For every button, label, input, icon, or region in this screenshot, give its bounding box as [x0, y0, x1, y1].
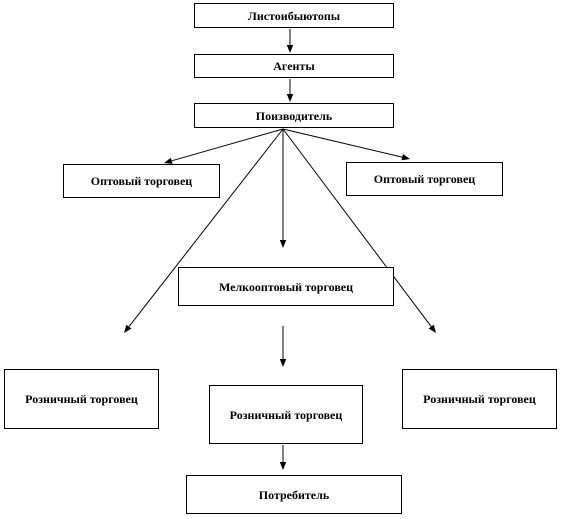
arrowhead-producer-to-wholesaler_left	[164, 157, 173, 164]
connector-producer-to-wholesaler_right	[282, 128, 403, 158]
node-wholesaler-left-label: Оптовый торговец	[90, 174, 193, 188]
node-wholesaler-right-label: Оптовый торговец	[373, 172, 476, 186]
node-small-wholesaler: Мелкооптовый торговец	[178, 267, 394, 306]
node-retailer-right: Розничный торговец	[402, 369, 557, 429]
node-retailer-left: Розничный торговец	[4, 369, 159, 429]
arrowhead-distributors-to-agents	[286, 45, 294, 53]
node-small-wholesaler-label: Мелкооптовый торговец	[218, 279, 354, 294]
arrowhead-small_wholesaler-to-retailer_center	[279, 359, 287, 367]
node-retailer-center-label: Розничный торговец	[229, 407, 343, 422]
node-retailer-left-label: Розничный торговец	[25, 392, 138, 406]
node-distributors: Листоибыютопы	[194, 3, 394, 28]
node-agents: Агенты	[194, 54, 394, 78]
node-wholesaler-right: Оптовый торговец	[346, 162, 503, 196]
node-wholesaler-left: Оптовый торговец	[63, 164, 220, 198]
arrowhead-producer-to-retailer_right	[428, 324, 436, 333]
connector-producer-to-retailer_right	[282, 128, 432, 327]
node-producer: Поизводитель	[194, 103, 394, 128]
node-agents-label: Агенты	[273, 59, 315, 73]
arrowhead-agents-to-producer	[286, 94, 294, 102]
node-consumer: Потребитель	[186, 475, 402, 514]
node-retailer-right-label: Розничный торговец	[423, 392, 536, 406]
node-distributors-label: Листоибыютопы	[247, 8, 341, 23]
node-producer-label: Поизводитель	[255, 108, 333, 123]
connector-producer-to-retailer_left	[128, 128, 284, 327]
connector-producer-to-wholesaler_left	[171, 128, 284, 162]
arrowhead-producer-to-wholesaler_right	[401, 154, 410, 161]
arrowhead-producer-to-small_wholesaler	[279, 240, 287, 248]
arrowhead-producer-to-retailer_left	[124, 324, 132, 333]
node-retailer-center: Розничный торговец	[209, 385, 363, 444]
arrowhead-retailer_center-to-consumer	[279, 462, 287, 470]
node-consumer-label: Потребитель	[258, 487, 330, 502]
